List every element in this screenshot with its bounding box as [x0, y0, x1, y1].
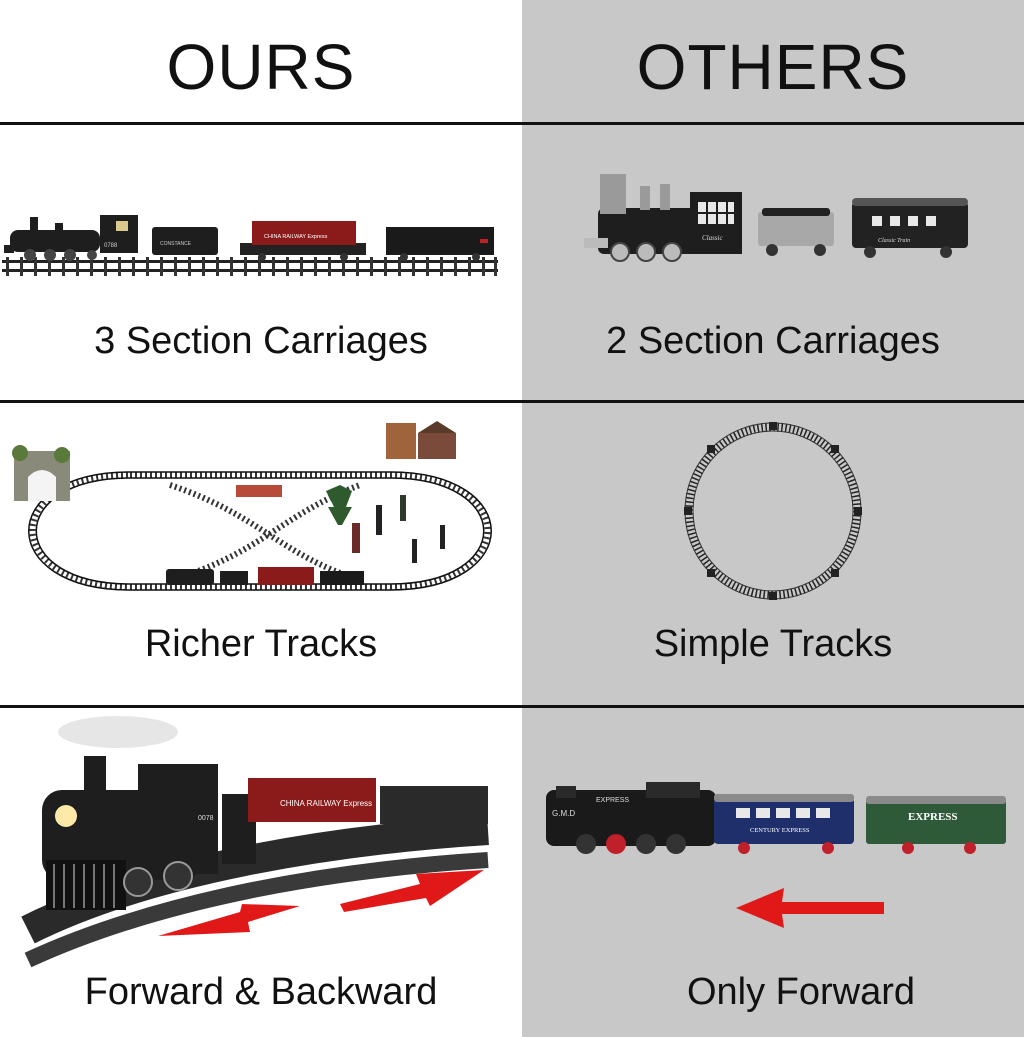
others-caption-direction: Only Forward: [686, 971, 916, 1013]
other-loco-badge: Classic: [702, 234, 724, 242]
tender-label: CONSTANCE: [160, 241, 192, 247]
divider: [0, 705, 1024, 708]
train-on-curved-track-image: 0078 CHINA RAILWAY Express: [21, 716, 489, 968]
ours-header: OURS: [166, 31, 356, 103]
figure-eight-track-image: [12, 421, 492, 591]
others-column-background: [522, 0, 1024, 1037]
container-text: CHINA RAILWAY Express: [264, 234, 328, 240]
express-train-image: G.M.D EXPRESS CENTURY EXPRESS EXPRESS: [546, 782, 1006, 928]
other-loco-side: EXPRESS: [596, 797, 629, 804]
divider: [0, 122, 1024, 125]
train-with-2-carriages-image: Classic Classic Train: [584, 174, 968, 262]
other-coach-badge: Classic Train: [878, 238, 910, 244]
others-header: OTHERS: [636, 31, 910, 103]
container-text-large: CHINA RAILWAY Express: [280, 799, 372, 808]
other-loco-tag: G.M.D: [552, 809, 575, 818]
train-with-3-carriages-image: 0788 CONSTANCE CHINA RAILWAY Express: [2, 215, 498, 276]
others-caption-carriages: 2 Section Carriages: [606, 320, 940, 362]
loco-number-large: 0078: [198, 815, 214, 822]
coach-text: CENTURY EXPRESS: [750, 827, 810, 834]
loco-number: 0788: [104, 243, 118, 249]
others-caption-tracks: Simple Tracks: [653, 623, 893, 665]
circular-track-image: [684, 422, 862, 600]
ours-caption-carriages: 3 Section Carriages: [94, 320, 428, 362]
freight-text: EXPRESS: [908, 811, 958, 823]
ours-caption-direction: Forward & Backward: [84, 971, 438, 1013]
ours-caption-tracks: Richer Tracks: [144, 623, 378, 665]
divider: [0, 400, 1024, 403]
